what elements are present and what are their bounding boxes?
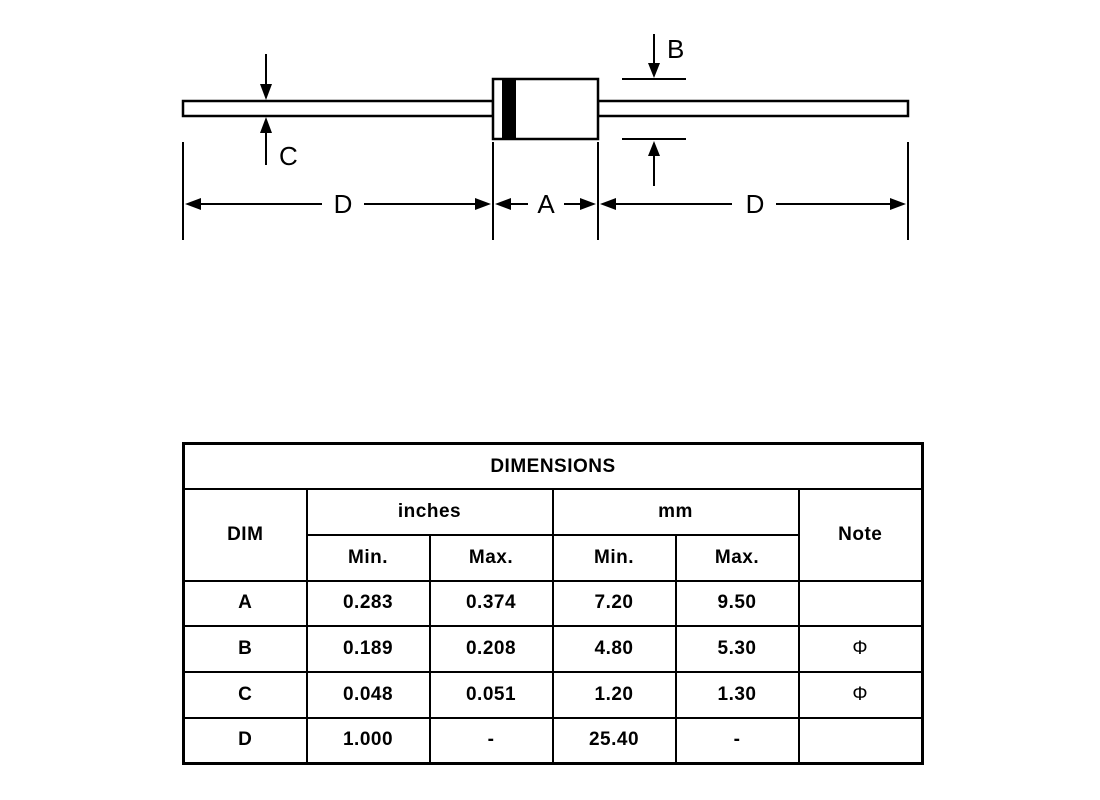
row-mm-min: 4.80 — [551, 625, 677, 674]
row-mm-max: 9.50 — [674, 579, 800, 628]
row-in-min: 0.048 — [305, 671, 431, 719]
row-mm-min: 7.20 — [551, 579, 677, 628]
row-in-max: 0.374 — [428, 579, 554, 628]
row-dim: D — [182, 716, 308, 765]
b-arrow-down — [648, 63, 660, 78]
mm-min-header: Min. — [551, 533, 677, 582]
note-header: Note — [797, 488, 924, 582]
table-row: A 0.283 0.374 7.20 9.50 — [182, 579, 924, 628]
row-in-min: 0.283 — [305, 579, 431, 628]
row-dim: A — [182, 579, 308, 628]
table-row: C 0.048 0.051 1.20 1.30 Φ — [182, 671, 924, 719]
row-in-max: - — [428, 716, 554, 765]
label-b: B — [667, 34, 684, 64]
row-dim: B — [182, 625, 308, 674]
left-lead — [181, 99, 495, 118]
row-mm-min: 1.20 — [551, 671, 677, 719]
row-mm-max: 1.30 — [674, 671, 800, 719]
table-row: D 1.000 - 25.40 - — [182, 716, 924, 765]
dimensions-table: DIMENSIONS DIM inches mm Note Min. Max. … — [182, 442, 925, 765]
label-a: A — [537, 189, 555, 219]
row-in-min: 1.000 — [305, 716, 431, 765]
mm-max-header: Max. — [674, 533, 800, 582]
row-note — [797, 716, 924, 765]
row-mm-min: 25.40 — [551, 716, 677, 765]
label-d-right: D — [746, 189, 765, 219]
row-note-phi: Φ — [797, 625, 924, 674]
c-arrow-down — [260, 84, 272, 100]
b-arrow-up — [648, 141, 660, 156]
dim-header: DIM — [182, 488, 308, 582]
mm-header: mm — [551, 488, 800, 536]
label-c: C — [279, 141, 298, 171]
table-row: B 0.189 0.208 4.80 5.30 Φ — [182, 625, 924, 674]
row-mm-max: - — [674, 716, 800, 765]
inches-header: inches — [305, 488, 554, 536]
table-title: DIMENSIONS — [182, 442, 924, 491]
row-dim: C — [182, 671, 308, 719]
row-note-phi: Φ — [797, 671, 924, 719]
row-in-max: 0.208 — [428, 625, 554, 674]
row-in-min: 0.189 — [305, 625, 431, 674]
diode-outline-diagram: C B D A D — [181, 34, 910, 240]
inches-max-header: Max. — [428, 533, 554, 582]
inches-min-header: Min. — [305, 533, 431, 582]
c-arrow-up — [260, 117, 272, 133]
row-mm-max: 5.30 — [674, 625, 800, 674]
row-note — [797, 579, 924, 628]
label-d-left: D — [334, 189, 353, 219]
right-lead — [596, 99, 910, 118]
row-in-max: 0.051 — [428, 671, 554, 719]
cathode-band — [502, 80, 516, 138]
